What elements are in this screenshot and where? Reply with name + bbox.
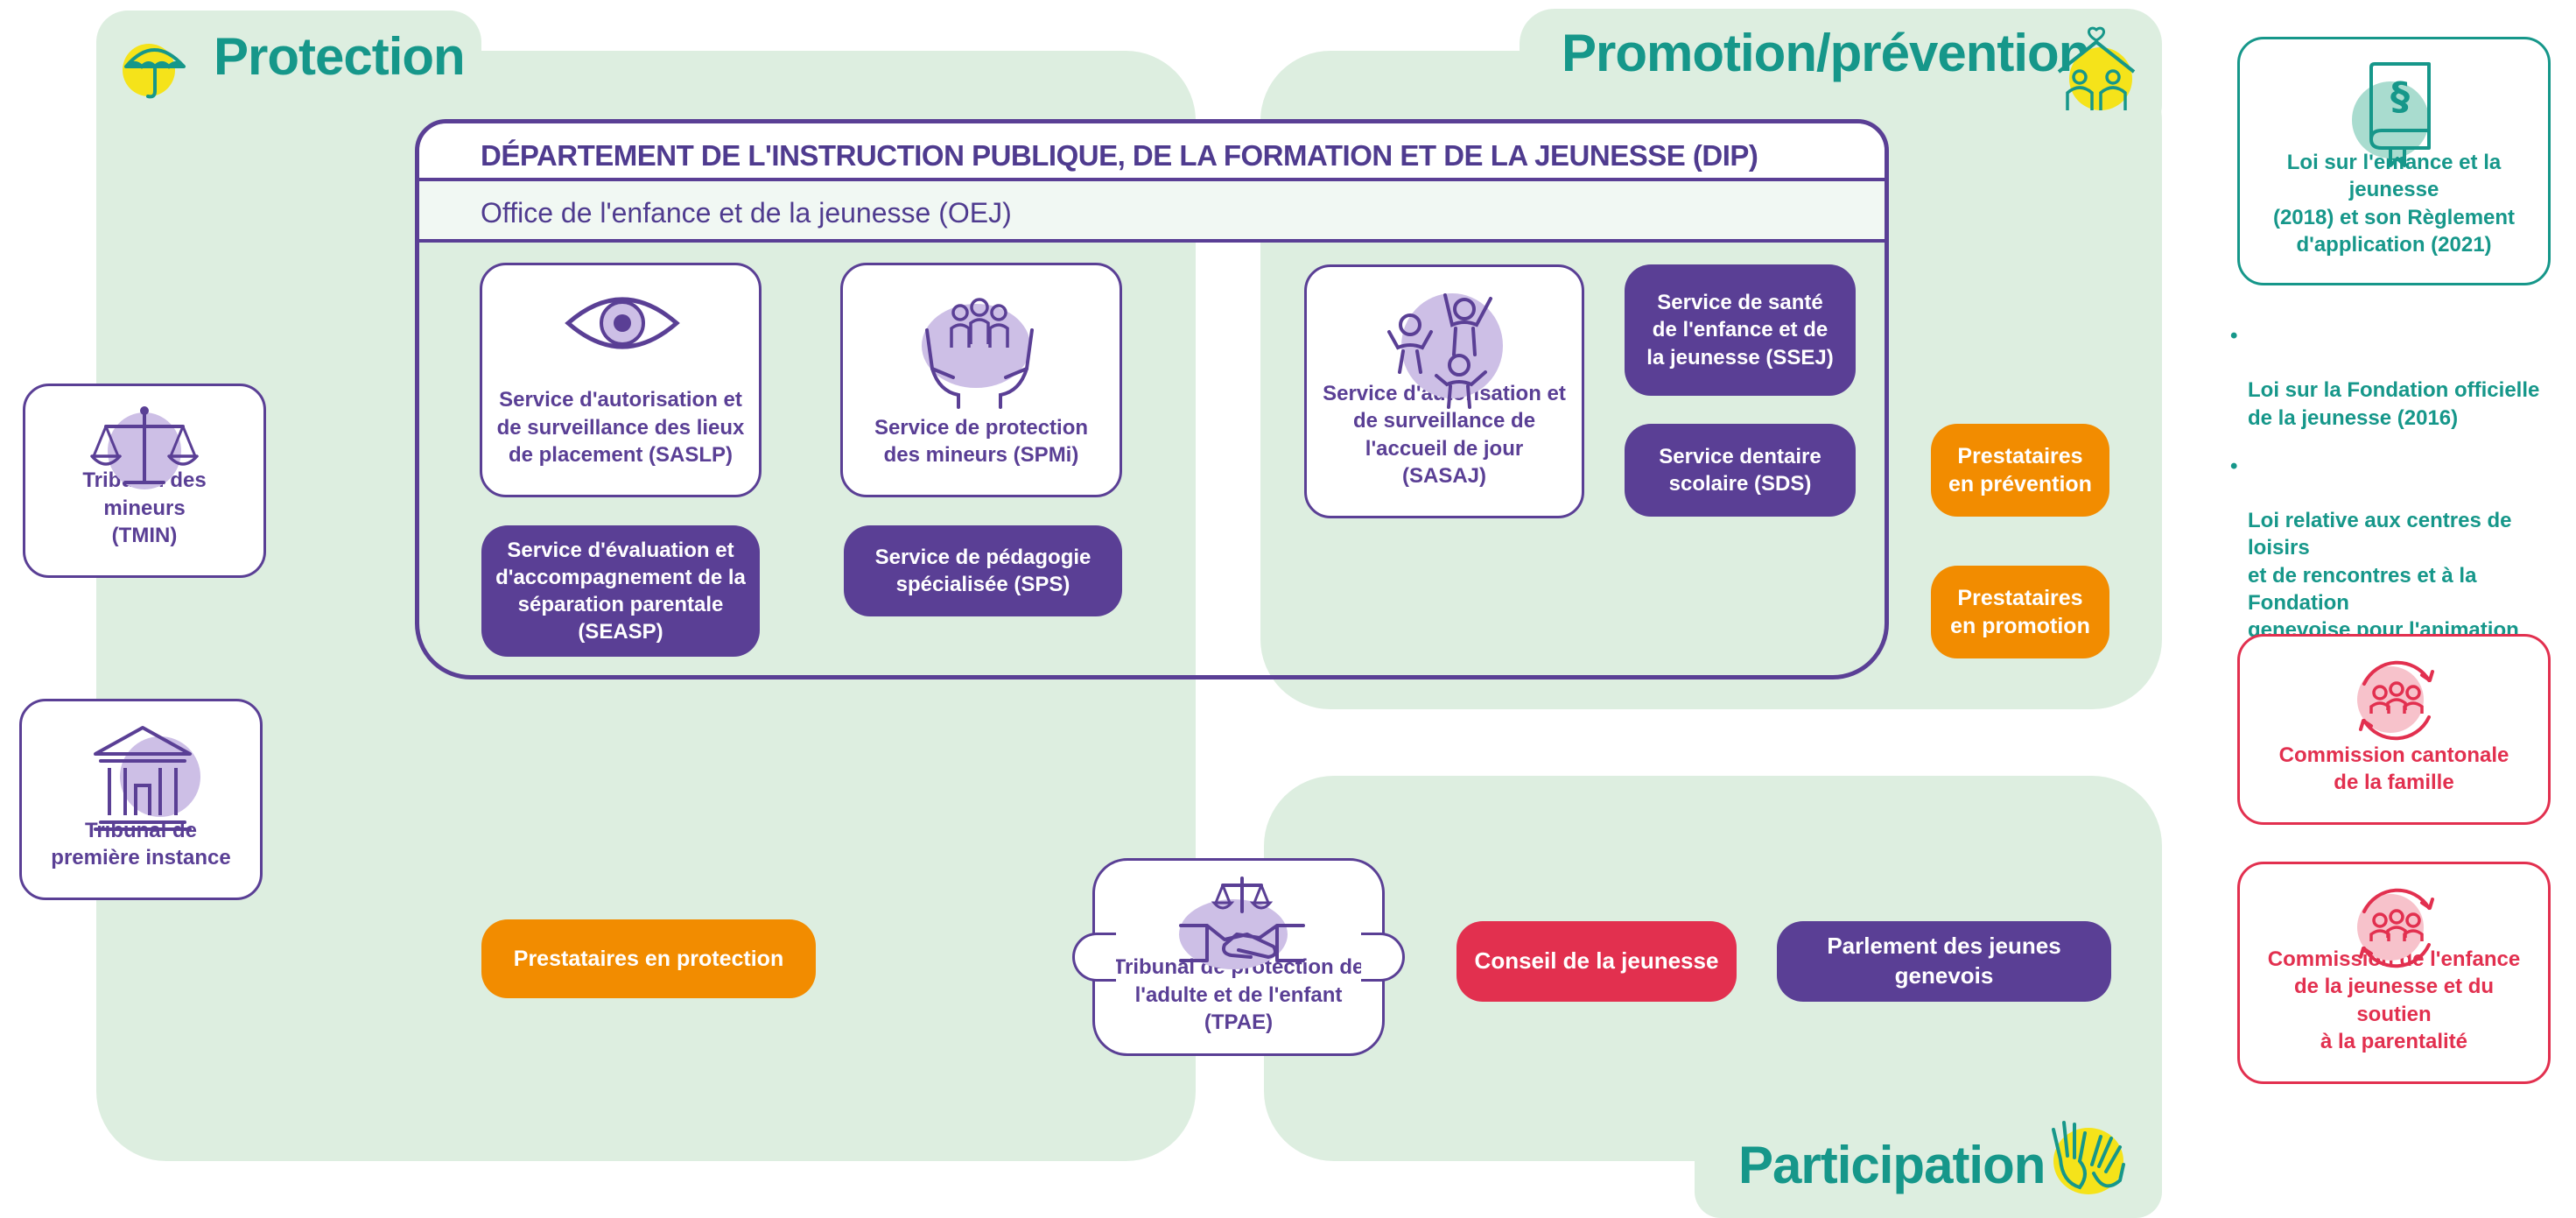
court-tpae: Tribunal de protection de l'adulte et de…	[1072, 858, 1405, 1056]
law-item-label: Loi sur la Fondation officielle de la je…	[2248, 378, 2540, 430]
service-sds: Service dentaire scolaire (SDS)	[1625, 424, 1856, 517]
providers-promotion-label: Prestataires en promotion	[1950, 585, 2090, 639]
bullet: •	[2230, 324, 2238, 348]
sds-label: Service dentaire scolaire (SDS)	[1659, 444, 1821, 496]
saslp-label: Service d'autorisation et de surveillanc…	[496, 388, 745, 467]
court-tpi: Tribunal de première instance	[19, 699, 263, 900]
law-main-label: Loi sur l'enfance et la jeunesse (2018) …	[2272, 151, 2516, 257]
dip-header: DÉPARTEMENT DE L'INSTRUCTION PUBLIQUE, D…	[419, 123, 1885, 181]
bullet: •	[2230, 454, 2238, 478]
promotion-zone-tab	[1520, 9, 2162, 140]
dip-title: DÉPARTEMENT DE L'INSTRUCTION PUBLIQUE, D…	[481, 139, 1758, 172]
tpae-notch-right	[1361, 933, 1405, 982]
service-ssej: Service de santé de l'enfance et de la j…	[1625, 264, 1856, 396]
commission-enfance-label: Commission de l'enfance de la jeunesse e…	[2267, 947, 2521, 1053]
dip-frame: DÉPARTEMENT DE L'INSTRUCTION PUBLIQUE, D…	[415, 119, 1889, 679]
eye-icon	[561, 288, 684, 358]
svg-text:§: §	[2390, 74, 2410, 119]
children-icon	[1377, 281, 1517, 412]
providers-promotion: Prestataires en promotion	[1931, 566, 2109, 658]
law-main: § Loi sur l'enfance et la jeunesse (2018…	[2237, 37, 2551, 285]
conseil-jeunesse: Conseil de la jeunesse	[1456, 921, 1737, 1002]
parlement-jeunes: Parlement des jeunes genevois	[1777, 921, 2111, 1002]
family-cycle-icon	[2345, 649, 2448, 752]
handshake-scales-icon	[1172, 873, 1312, 975]
umbrella-icon	[119, 33, 191, 105]
seasp-label: Service d'évaluation et d'accompagnement…	[495, 538, 746, 644]
spmi-label: Service de protection des mineurs (SPMi)	[874, 415, 1089, 467]
commission-enfance: Commission de l'enfance de la jeunesse e…	[2237, 862, 2551, 1084]
providers-prevention: Prestataires en prévention	[1931, 424, 2109, 517]
law-book-icon: §	[2340, 57, 2453, 171]
protection-title: Protection	[214, 27, 466, 86]
courthouse-icon	[87, 719, 209, 833]
commission-famille-label: Commission cantonale de la famille	[2278, 743, 2509, 794]
ssej-label: Service de santé de l'enfance et de la j…	[1646, 291, 1834, 370]
sps-label: Service de pédagogie spécialisée (SPS)	[874, 545, 1091, 596]
protecting-hands-icon	[901, 286, 1058, 409]
service-sasaj: Service d'autorisation et de surveillanc…	[1304, 264, 1584, 518]
scales-icon	[83, 402, 206, 498]
sasaj-label: Service d'autorisation et de surveillanc…	[1323, 382, 1566, 488]
promotion-title: Promotion/prévention	[1562, 24, 2090, 82]
service-seasp: Service d'évaluation et d'accompagnement…	[481, 525, 760, 657]
tmin-label: Tribunal des mineurs (TMIN)	[82, 468, 207, 547]
tpae-notch-left	[1072, 933, 1116, 982]
law-item-fondation: • Loi sur la Fondation officielle de la …	[2230, 322, 2563, 432]
house-heart-icon	[2050, 26, 2143, 114]
participation-title: Participation	[1738, 1136, 2046, 1194]
tpae-label: Tribunal de protection de l'adulte et de…	[1113, 955, 1365, 1034]
providers-protection-label: Prestataires en protection	[513, 946, 784, 971]
oej-header: Office de l'enfance et de la jeunesse (O…	[419, 181, 1885, 243]
court-tmin: Tribunal des mineurs (TMIN)	[23, 384, 266, 578]
conseil-label: Conseil de la jeunesse	[1474, 947, 1719, 975]
service-spmi: Service de protection des mineurs (SPMi)	[840, 263, 1122, 497]
family-cycle-icon	[2345, 877, 2448, 980]
service-sps: Service de pédagogie spécialisée (SPS)	[844, 525, 1122, 616]
oej-title: Office de l'enfance et de la jeunesse (O…	[481, 197, 1012, 229]
commission-famille: Commission cantonale de la famille	[2237, 634, 2551, 825]
parlement-label: Parlement des jeunes genevois	[1827, 933, 2061, 989]
service-saslp: Service d'autorisation et de surveillanc…	[480, 263, 762, 497]
providers-prevention-label: Prestataires en prévention	[1948, 443, 2092, 497]
providers-protection: Prestataires en protection	[481, 919, 816, 998]
hands-icon	[2036, 1112, 2134, 1203]
